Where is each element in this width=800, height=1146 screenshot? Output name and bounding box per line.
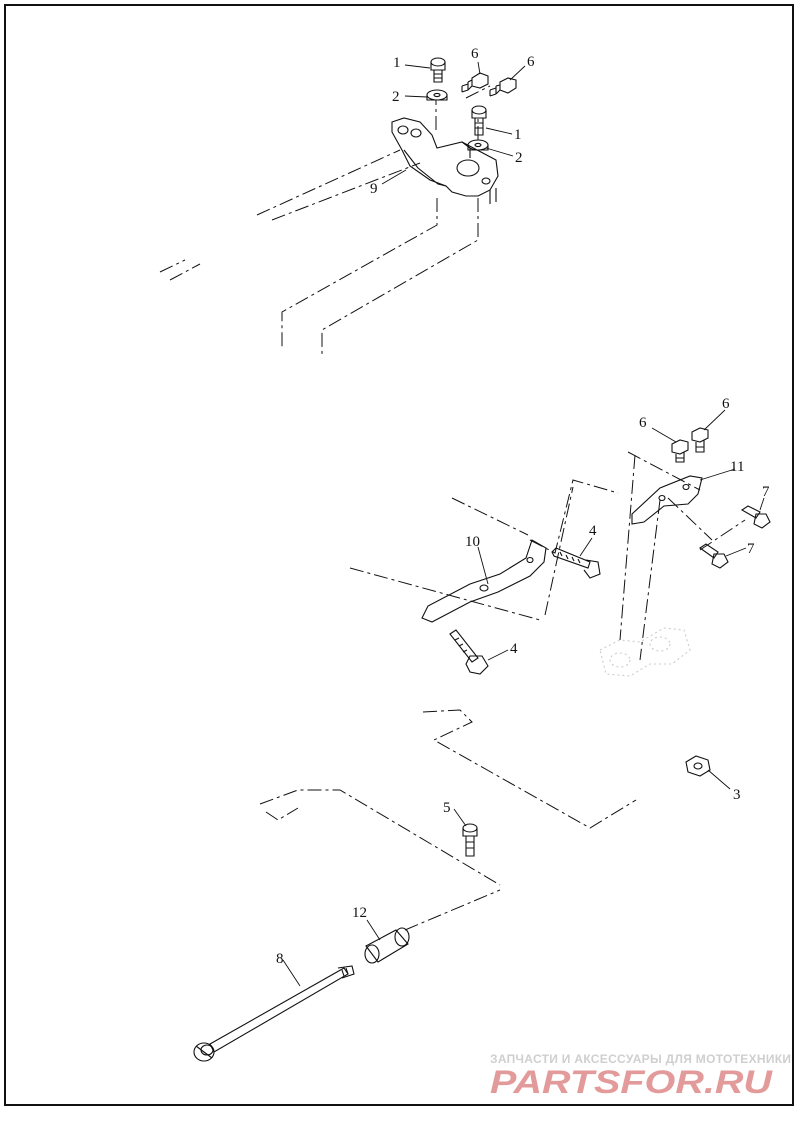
- nut-3: [685, 755, 711, 777]
- watermark-logo: PARTSFOR.RU: [490, 1066, 773, 1098]
- callout-10-link-bar: 10: [465, 534, 480, 550]
- callout-4-bolt-upper: 4: [589, 523, 597, 539]
- callout-7-bolt-upper: 7: [762, 484, 770, 500]
- callout-6-bolt-middle-b: 6: [722, 396, 730, 412]
- top-mounting-bracket: [391, 117, 499, 204]
- callout-8-axle-bolt: 8: [276, 951, 284, 967]
- bracket-11: [631, 475, 703, 525]
- callout-leaders: [282, 61, 765, 987]
- callout-1-bolt-top: 1: [393, 55, 401, 71]
- link-bar-10: [421, 539, 547, 623]
- bolt-1-right: [471, 105, 487, 136]
- callout-7-bolt-lower: 7: [747, 541, 755, 557]
- axle-bolt-8: [193, 965, 355, 1062]
- washer-2-right: [467, 139, 489, 151]
- bolt-4-upper: [551, 547, 601, 579]
- bolt-5: [462, 823, 478, 857]
- bolt-6-middle-a: [671, 439, 689, 463]
- dashed-routing-lines: [159, 85, 746, 931]
- callout-6-bolt-middle-a: 6: [639, 415, 647, 431]
- bolt-6-top-b: [489, 77, 517, 97]
- watermark-tagline: ЗАПЧАСТИ И АКСЕССУАРЫ ДЛЯ МОТОТЕХНИКИ: [490, 1052, 792, 1066]
- spacer-12: [364, 927, 410, 964]
- callout-3-nut: 3: [733, 787, 741, 803]
- callout-11-bracket: 11: [730, 459, 744, 475]
- watermark-logo-text: PARTSFOR.RU: [490, 1066, 773, 1098]
- callout-labels: 1 6 6 2 1 2 9 6 6 11 7 4 10 7 4 3 5 12 8: [276, 46, 770, 967]
- bolt-4-lower: [449, 629, 489, 675]
- callout-6-bolt-top-b: 6: [527, 54, 535, 70]
- washer-2-top: [426, 89, 448, 101]
- bolt-6-middle-b: [691, 427, 709, 453]
- callout-6-bolt-top-a: 6: [471, 46, 479, 62]
- callout-2-washer-right: 2: [515, 150, 523, 166]
- bolt-7-lower: [699, 543, 729, 569]
- callout-1-bolt-right: 1: [514, 127, 522, 143]
- bolt-7-upper: [740, 505, 771, 529]
- diagram-frame: [4, 4, 794, 1106]
- callout-9-bracket: 9: [370, 181, 378, 197]
- callout-2-washer-top: 2: [392, 89, 400, 105]
- callout-12-spacer: 12: [352, 905, 367, 921]
- exhaust-gasket-outline: [599, 627, 691, 677]
- callout-5-bolt: 5: [443, 800, 451, 816]
- callout-4-bolt-lower: 4: [510, 641, 518, 657]
- bolt-1-top: [430, 57, 446, 83]
